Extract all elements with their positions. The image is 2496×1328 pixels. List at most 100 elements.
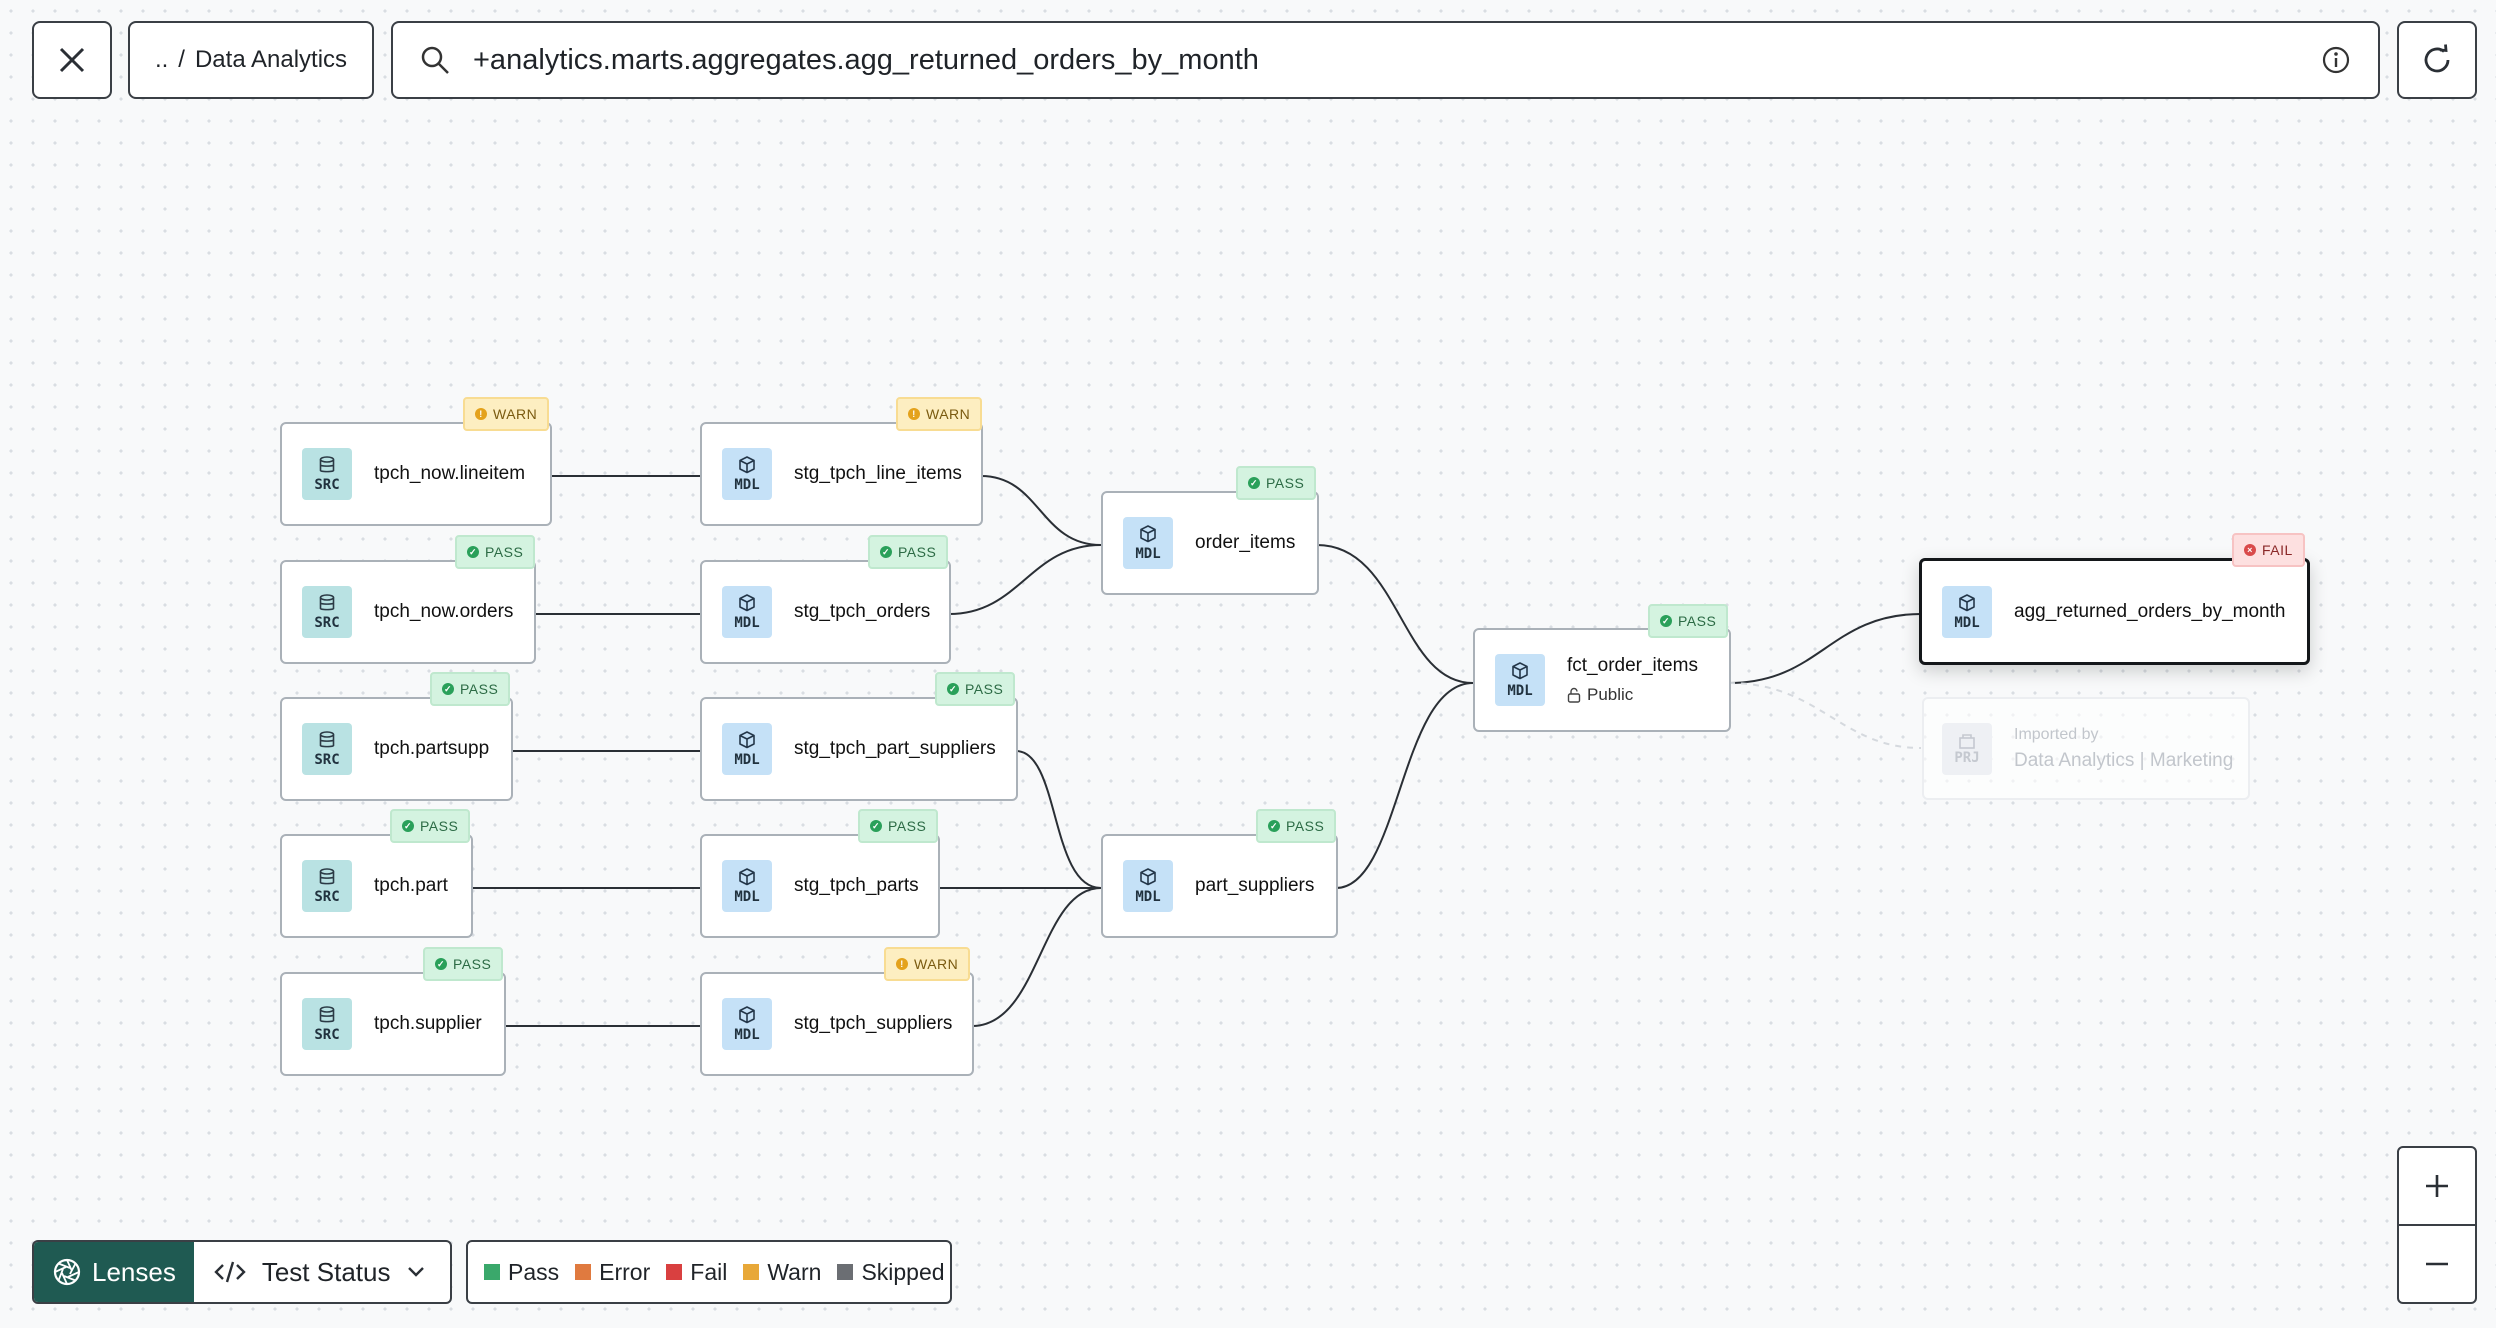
lenses-label: Lenses [92, 1256, 176, 1287]
status-badge: ✓PASS [1256, 809, 1337, 843]
status-badge: ✓PASS [390, 809, 471, 843]
breadcrumb-parent[interactable]: .. [154, 46, 169, 73]
zoom-in-button[interactable] [2399, 1148, 2475, 1226]
status-badge: ✓PASS [423, 947, 504, 981]
status-badge: !WARN [896, 397, 983, 431]
legend-item: Pass [484, 1259, 559, 1286]
status-badge: ✓PASS [1648, 604, 1729, 638]
node-name: stg_tpch_line_items [794, 463, 962, 484]
edge [971, 887, 1102, 1027]
database-icon [319, 1006, 335, 1023]
lineage-node[interactable]: MDL order_items [1101, 491, 1319, 595]
lineage-node[interactable]: MDL stg_tpch_line_items [700, 422, 983, 526]
close-button[interactable] [32, 21, 112, 99]
project-icon [1959, 733, 1975, 749]
minus-icon [2426, 1262, 2448, 1266]
chevron-down-icon [408, 1267, 425, 1277]
model-badge: MDL [722, 998, 772, 1050]
lineage-node[interactable]: MDL stg_tpch_parts [700, 834, 940, 938]
model-badge: MDL [722, 586, 772, 638]
node-name: tpch.partsupp [374, 738, 490, 759]
lineage-node[interactable]: SRC tpch.part [280, 834, 473, 938]
database-icon [319, 731, 335, 748]
cube-icon [739, 868, 755, 886]
source-badge: SRC [302, 998, 352, 1050]
node-name: order_items [1195, 532, 1296, 553]
status-badge: ✓PASS [868, 535, 949, 569]
node-name: tpch.part [374, 875, 448, 896]
unlock-icon [1567, 687, 1581, 703]
search-input[interactable]: +analytics.marts.aggregates.agg_returned… [473, 43, 1259, 76]
legend-item: Fail [666, 1259, 727, 1286]
node-name: stg_tpch_parts [794, 875, 919, 896]
breadcrumb-separator: / [178, 46, 185, 73]
legend-item: Skipped [837, 1259, 945, 1286]
zoom-out-button[interactable] [2399, 1226, 2475, 1302]
model-badge: MDL [1495, 654, 1545, 706]
lenses-control: Lenses Test Status [32, 1240, 453, 1304]
lineage-node-selected[interactable]: MDL agg_returned_orders_by_month [1919, 558, 2310, 665]
cube-icon [739, 594, 755, 612]
lineage-node[interactable]: SRC tpch_now.orders [280, 560, 536, 664]
source-badge: SRC [302, 586, 352, 638]
lineage-node[interactable]: MDL stg_tpch_suppliers [700, 972, 974, 1076]
edge [948, 544, 1102, 615]
edge [1335, 682, 1474, 889]
source-badge: SRC [302, 448, 352, 500]
plus-icon [2426, 1175, 2448, 1197]
legend-item: Error [575, 1259, 650, 1286]
edge-faint [1728, 682, 1922, 749]
lineage-node[interactable]: SRC tpch.partsupp [280, 697, 513, 801]
model-badge: MDL [722, 860, 772, 912]
close-icon [59, 47, 85, 73]
status-badge: ✓PASS [455, 535, 536, 569]
node-name: tpch.supplier [374, 1013, 482, 1034]
aperture-icon [53, 1258, 81, 1286]
project-badge: PRJ [1942, 722, 1992, 775]
refresh-button[interactable] [2397, 21, 2477, 99]
node-name: fct_order_items [1567, 655, 1698, 676]
edge [1728, 613, 1922, 684]
cube-icon [1140, 525, 1156, 543]
node-name: stg_tpch_part_suppliers [794, 738, 996, 759]
search-bar[interactable]: +analytics.marts.aggregates.agg_returned… [391, 21, 2380, 99]
lens-select[interactable]: Test Status [194, 1242, 451, 1302]
database-icon [319, 594, 335, 611]
search-icon [421, 46, 449, 74]
node-name: agg_returned_orders_by_month [2014, 600, 2286, 622]
zoom-control [2397, 1146, 2477, 1304]
cube-icon [1512, 662, 1528, 680]
source-badge: SRC [302, 860, 352, 912]
status-badge: ✓PASS [858, 809, 939, 843]
info-icon[interactable] [2320, 44, 2352, 76]
edge [1015, 750, 1102, 889]
lineage-node[interactable]: MDL part_suppliers [1101, 834, 1338, 938]
status-badge: ✓PASS [430, 672, 511, 706]
lineage-node[interactable]: SRC tpch.supplier [280, 972, 506, 1076]
imported-projects: Data Analytics | Marketing [2014, 749, 2234, 771]
refresh-icon [2424, 44, 2450, 73]
node-name: tpch_now.lineitem [374, 463, 526, 484]
lineage-node[interactable]: MDL stg_tpch_part_suppliers [700, 697, 1018, 801]
breadcrumb[interactable]: .. / Data Analytics [128, 21, 374, 99]
imported-by-card: PRJ Imported by Data Analytics | Marketi… [1922, 697, 2250, 800]
lenses-button[interactable]: Lenses [34, 1242, 194, 1302]
cube-icon [739, 456, 755, 474]
lineage-node[interactable]: MDL stg_tpch_orders [700, 560, 951, 664]
source-badge: SRC [302, 723, 352, 775]
model-badge: MDL [1123, 517, 1173, 569]
lineage-node[interactable]: SRC tpch_now.lineitem [280, 422, 552, 526]
database-icon [319, 868, 335, 885]
imported-label: Imported by [2014, 725, 2099, 743]
model-badge: MDL [722, 723, 772, 775]
code-icon [214, 1261, 246, 1283]
lineage-node[interactable]: MDL fct_order_items Public [1473, 628, 1731, 732]
node-name: stg_tpch_orders [794, 601, 931, 622]
breadcrumb-current: Data Analytics [194, 46, 348, 73]
model-badge: MDL [1123, 860, 1173, 912]
database-icon [319, 456, 335, 473]
node-name: stg_tpch_suppliers [794, 1013, 953, 1034]
status-badge: ✓PASS [1236, 466, 1317, 500]
status-badge: ×FAIL [2232, 533, 2305, 567]
